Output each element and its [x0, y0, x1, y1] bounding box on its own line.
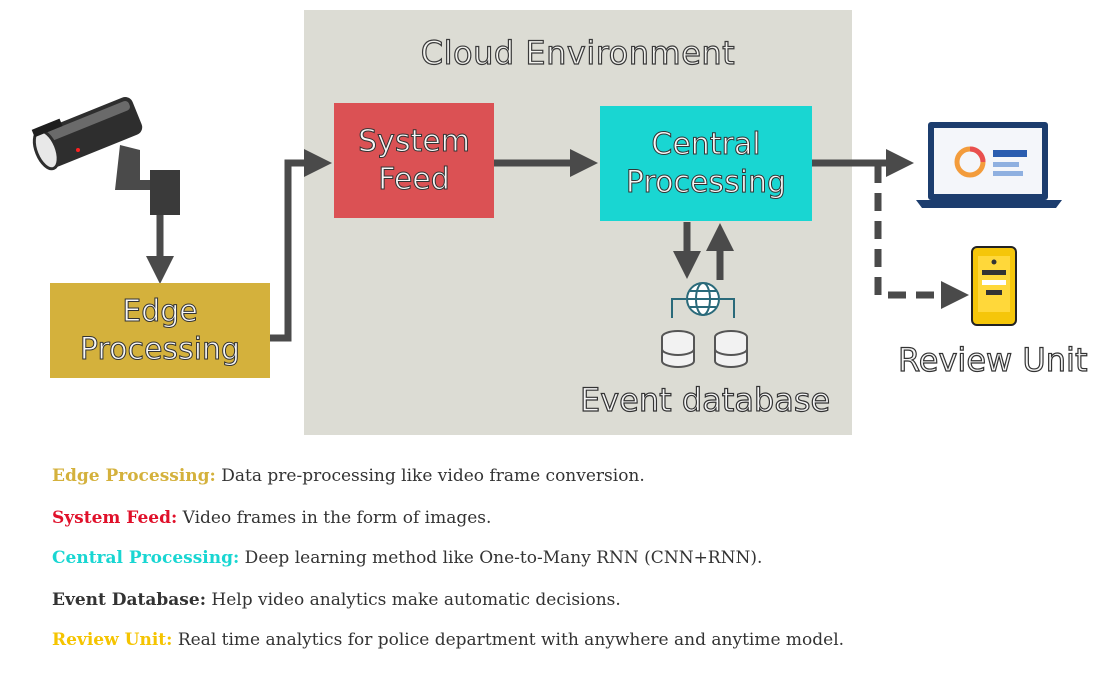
legend-term: Central Processing: — [52, 548, 240, 568]
legend-term: Edge Processing: — [52, 466, 216, 486]
legend-term: Review Unit: — [52, 630, 173, 650]
legend-item: Edge Processing: Data pre-processing lik… — [52, 466, 645, 486]
legend-text: Data pre-processing like video frame con… — [215, 466, 645, 486]
legend-item: Central Processing: Deep learning method… — [52, 548, 762, 568]
legend-text: Video frames in the form of images. — [177, 508, 492, 528]
edge-processing-box: Edge Processing — [50, 283, 270, 378]
arrow-edge-to-feed — [270, 149, 332, 342]
legend-text: Deep learning method like One-to-Many RN… — [239, 548, 763, 568]
legend-text: Help video analytics make automatic deci… — [205, 590, 621, 610]
central-processing-box: Central Processing — [600, 106, 812, 221]
legend-text: Real time analytics for police departmen… — [172, 630, 845, 650]
cloud-environment-title: Cloud Environment — [420, 33, 736, 72]
review-unit-label: Review Unit — [897, 340, 1088, 379]
cloud-environment-region — [304, 10, 852, 435]
security-camera-icon — [31, 96, 180, 215]
legend-item: Event Database: Help video analytics mak… — [52, 590, 621, 610]
legend-term: Event Database: — [52, 590, 206, 610]
system-feed-box: System Feed — [334, 103, 494, 218]
database-icon-left — [661, 330, 695, 368]
smartphone-icon — [971, 246, 1017, 326]
laptop-icon — [916, 122, 1062, 208]
legend-item: Review Unit: Real time analytics for pol… — [52, 630, 844, 650]
legend-term: System Feed: — [52, 508, 178, 528]
event-database-label: Event database — [579, 380, 831, 419]
arrow-central-to-phone — [874, 165, 969, 309]
globe-network-icon — [671, 282, 735, 318]
database-icon-right — [714, 330, 748, 368]
legend-item: System Feed: Video frames in the form of… — [52, 508, 491, 528]
